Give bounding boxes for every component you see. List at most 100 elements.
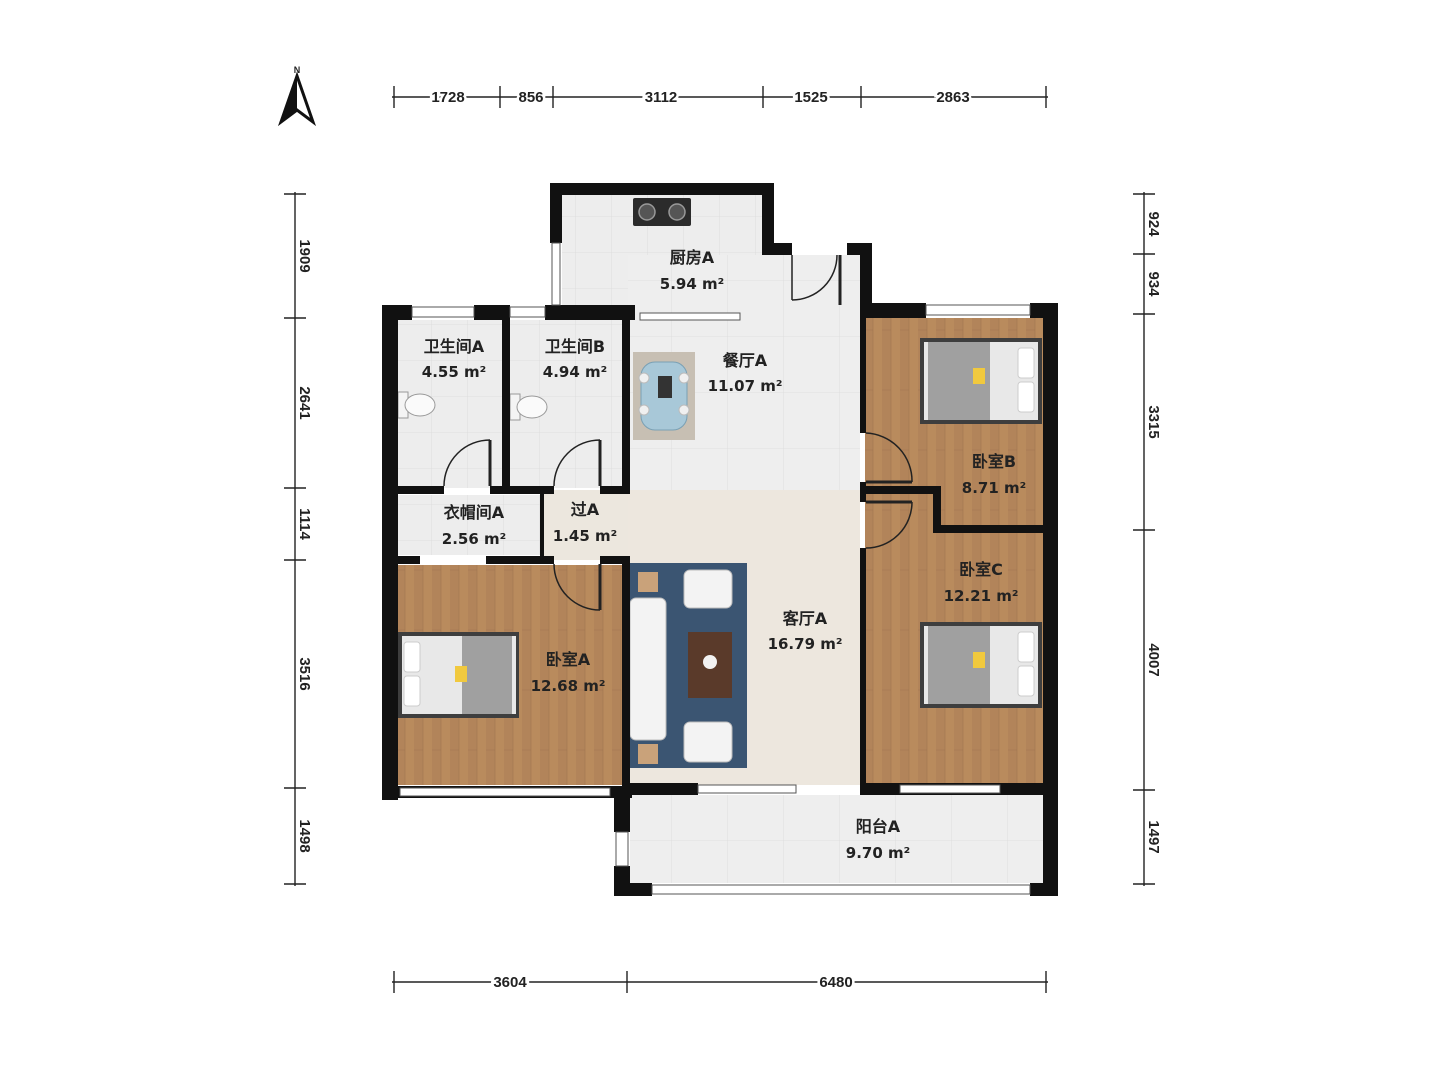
wall [860,305,866,433]
wall [762,243,792,255]
sofa-set-icon [629,563,747,768]
bed-icon [920,622,1042,708]
doors [443,254,913,611]
dim-right-4: 4007 [1145,643,1162,676]
balcony-floor [630,795,1043,883]
window [899,784,1001,794]
wall [762,183,774,255]
window [639,312,741,321]
dim-left-1: 1909 [296,239,313,272]
window [509,306,546,318]
door-icon [553,439,602,487]
window [651,884,1031,895]
room-name-balcony: 阳台A [856,817,901,836]
wall [622,313,630,490]
door-icon [553,563,602,611]
toilet-icon [397,391,436,419]
wall [545,305,635,320]
wall [398,486,444,494]
door-icon [791,254,842,305]
floors [398,195,1043,883]
dim-right-2: 934 [1145,271,1162,297]
dim-top-5: 2863 [936,89,969,106]
room-area-bath-a: 4.55 m² [422,363,486,381]
wall [550,183,562,243]
room-area-balcony: 9.70 m² [846,844,910,862]
window [399,787,611,797]
wall [860,548,866,786]
wall [486,556,554,564]
room-name-bath-a: 卫生间A [424,337,485,356]
wall [382,305,412,320]
window [697,784,797,794]
door-icon [865,500,913,549]
door-icon [443,439,492,487]
room-name-dining: 餐厅A [722,351,768,370]
room-area-kitchen: 5.94 m² [660,275,724,293]
wall [628,783,698,795]
dimension-labels: 1728 856 3112 1525 2863 3604 6480 1909 2… [294,87,1165,994]
dimension-ticks [284,86,1155,993]
dimension-lines [284,86,1155,993]
bed-b-floor-lower [940,486,1043,526]
dim-left-4: 3516 [296,657,313,690]
wall [614,786,630,832]
room-area-living: 16.79 m² [768,635,843,653]
stove-icon [633,198,691,226]
compass-label: N [294,65,301,75]
room-area-bed-b: 8.71 m² [962,479,1026,497]
wall [933,525,1043,533]
wall [860,486,940,494]
wall [622,556,630,786]
dim-left-2: 2641 [296,386,313,419]
dim-left-5: 1498 [296,819,313,852]
bed-c-floor-nook [865,492,937,532]
wall [933,486,941,532]
window [925,304,1031,316]
room-name-bath-b: 卫生间B [545,337,605,356]
dim-bottom-1: 3604 [493,974,527,991]
dim-bottom-2: 6480 [819,974,852,991]
room-area-bath-b: 4.94 m² [543,363,607,381]
dim-top-1: 1728 [431,89,464,106]
north-arrow-icon: N [277,65,317,127]
dim-top-4: 1525 [794,89,827,106]
wall [474,305,510,320]
wall [860,243,872,305]
wall [540,490,544,560]
bed-icon [397,632,519,718]
wall [550,183,774,195]
door-icon [865,432,913,484]
window [411,306,475,318]
toilet-icon [509,393,548,421]
bed-icon [920,338,1042,424]
wall [614,883,652,896]
dim-right-5: 1497 [1145,820,1162,853]
room-area-hall: 1.45 m² [553,527,617,545]
wall [502,305,510,490]
dim-left-3: 1114 [296,508,313,540]
room-name-kitchen: 厨房A [670,248,715,267]
dim-top-3: 3112 [645,89,678,106]
window [551,242,561,306]
dim-right-3: 3315 [1145,405,1162,438]
dining-table-icon [633,352,695,440]
room-name-living: 客厅A [783,609,828,628]
room-name-bed-c: 卧室C [959,560,1003,579]
room-area-bed-a: 12.68 m² [531,677,606,695]
wall [1043,303,1058,896]
wall [860,303,926,318]
cloak-floor [398,495,542,555]
hall-floor [542,490,628,560]
wall [600,556,628,564]
wall [382,305,398,800]
room-area-dining: 11.07 m² [708,377,783,395]
room-name-bed-a: 卧室A [546,650,591,669]
furniture [397,198,1042,768]
windows [399,242,1031,895]
window [615,831,629,867]
wall [398,556,420,564]
room-area-bed-c: 12.21 m² [944,587,1019,605]
room-labels: 厨房A 5.94 m² 餐厅A 11.07 m² 卫生间A 4.55 m² 卫生… [422,248,1026,862]
